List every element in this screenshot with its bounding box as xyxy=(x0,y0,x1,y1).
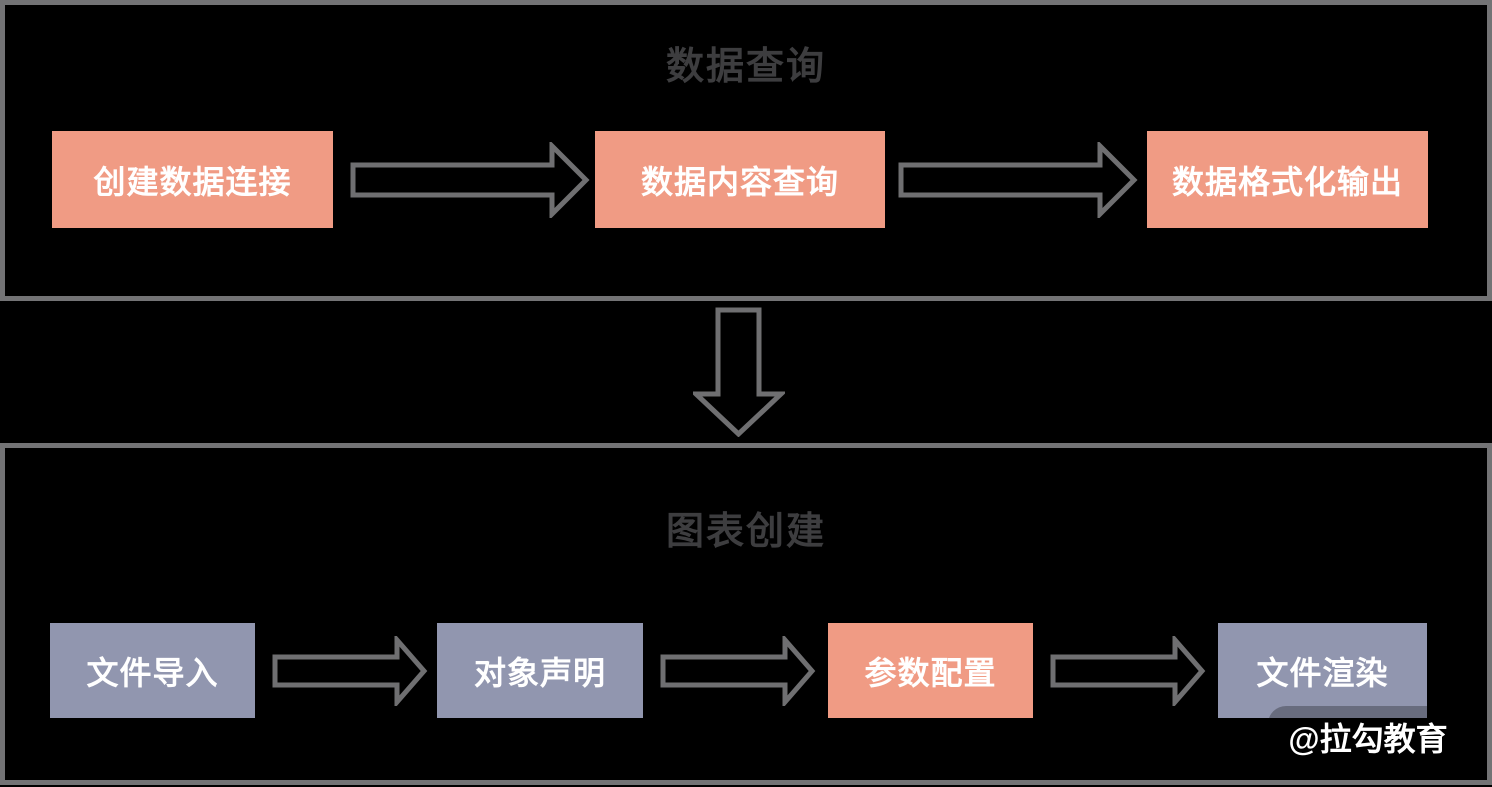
flow-arrow-down-icon xyxy=(693,307,785,437)
step-file-render: 文件渲染 xyxy=(1218,623,1427,718)
step-label: 数据内容查询 xyxy=(640,163,839,200)
step-label: 文件渲染 xyxy=(1256,654,1389,691)
step-object-declaration: 对象声明 xyxy=(437,623,643,718)
step-data-content-query: 数据内容查询 xyxy=(595,131,885,228)
watermark: @拉勾教育 xyxy=(1288,721,1448,757)
step-label: 创建数据连接 xyxy=(93,163,292,200)
flow-arrow-right-icon xyxy=(898,142,1138,218)
step-parameter-config: 参数配置 xyxy=(828,623,1033,718)
flow-arrow-right-icon xyxy=(1050,636,1206,706)
watermark-background xyxy=(1268,706,1474,778)
flow-arrow-right-icon xyxy=(660,636,816,706)
data-query-section-title: 数据查询 xyxy=(665,46,826,88)
chart-creation-section: 图表创建 文件导入 对象声明 参数配置 文件渲染 xyxy=(0,443,1492,785)
step-label: 参数配置 xyxy=(864,654,997,691)
step-label: 对象声明 xyxy=(473,654,606,691)
step-label: 数据格式化输出 xyxy=(1171,163,1403,200)
step-label: 文件导入 xyxy=(86,654,219,691)
step-data-format-output: 数据格式化输出 xyxy=(1147,131,1428,228)
flow-arrow-right-icon xyxy=(350,142,590,218)
step-file-import: 文件导入 xyxy=(50,623,255,718)
flow-arrow-right-icon xyxy=(272,636,428,706)
data-query-section: 数据查询 创建数据连接 数据内容查询 数据格式化输出 xyxy=(0,0,1492,301)
chart-creation-section-title: 图表创建 xyxy=(665,511,826,553)
step-create-data-connection: 创建数据连接 xyxy=(52,131,333,228)
